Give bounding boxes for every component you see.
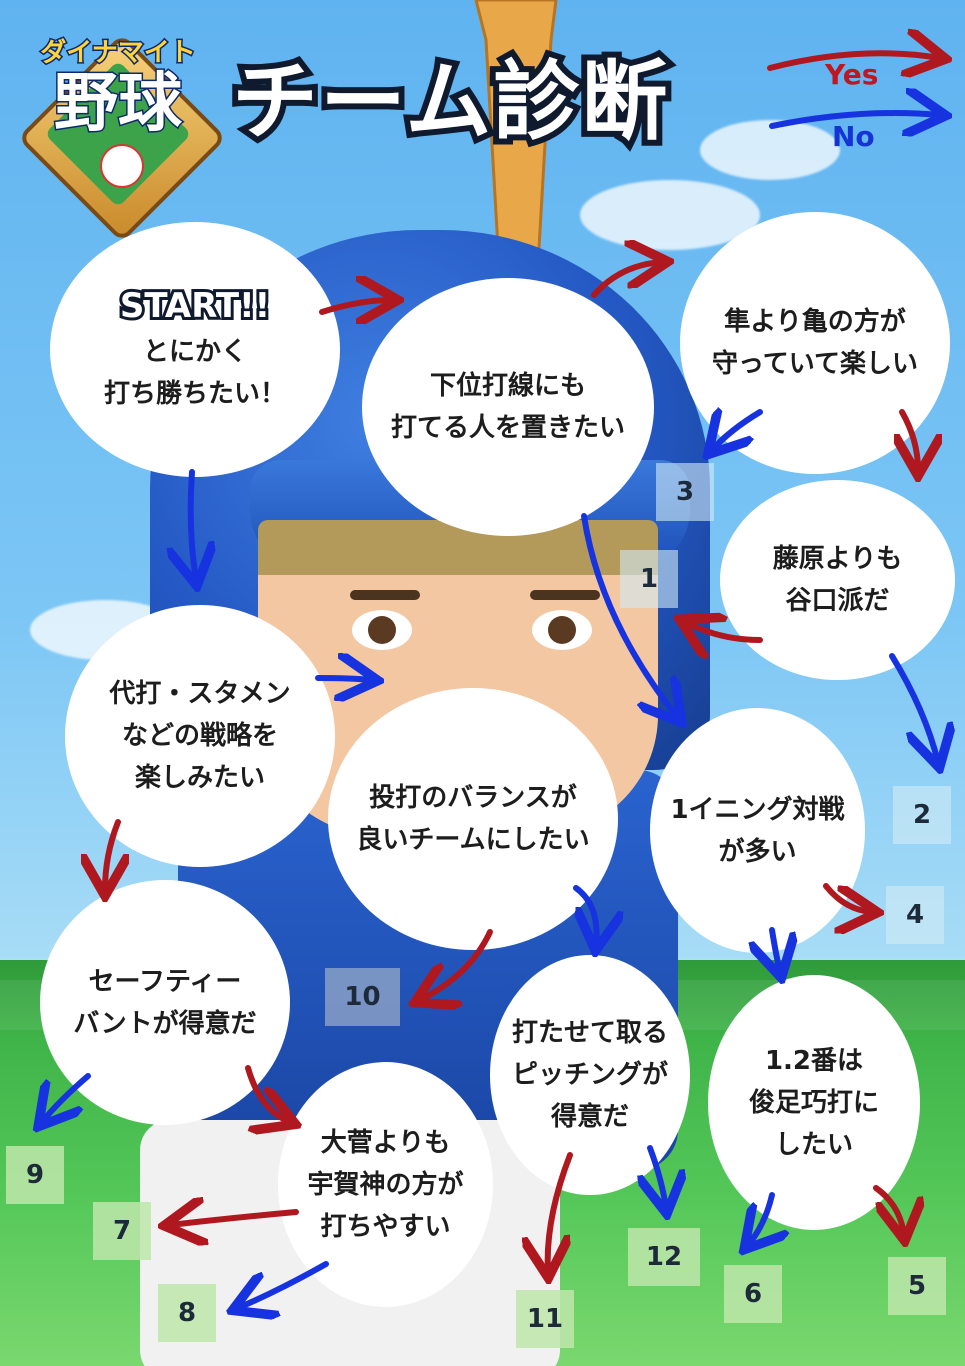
logo-main-text: 野球 xyxy=(53,67,184,141)
eye xyxy=(352,610,412,650)
question-lower-order: 下位打線にも 打てる人を置きたい xyxy=(362,278,654,536)
question-start: START!! とにかく 打ち勝ちたい！ xyxy=(50,222,340,477)
legend-no-label: No xyxy=(832,120,875,153)
result-3: 3 xyxy=(656,463,714,521)
page-title: チーム診断 xyxy=(226,46,673,158)
legend-yes-label: Yes xyxy=(825,58,879,91)
question-balance: 投打のバランスが 良いチームにしたい xyxy=(328,688,618,950)
question-strategy: 代打・スタメン などの戦略を 楽しみたい xyxy=(65,605,335,867)
bat-illustration xyxy=(474,0,558,300)
logo-sub-text: ダイナマイト xyxy=(39,37,197,70)
result-12: 12 xyxy=(628,1228,700,1286)
start-tag: START!! xyxy=(117,283,273,329)
question-inning: 1イニング対戦 が多い xyxy=(650,708,865,953)
result-9: 9 xyxy=(6,1146,64,1204)
eye xyxy=(532,610,592,650)
result-11: 11 xyxy=(516,1290,574,1348)
result-4: 4 xyxy=(886,886,944,944)
result-2: 2 xyxy=(893,786,951,844)
game-logo: ダイナマイト 野球 xyxy=(17,4,227,243)
question-turtle: 隼より亀の方が 守っていて楽しい xyxy=(680,212,950,474)
question-fujiwara: 藤原よりも 谷口派だ xyxy=(720,480,955,680)
cloud xyxy=(700,120,840,180)
result-8: 8 xyxy=(158,1284,216,1342)
question-ugajin: 大菅よりも 宇賀神の方が 打ちやすい xyxy=(278,1062,493,1307)
result-10: 10 xyxy=(325,968,400,1026)
question-batting-order: 1.2番は 俊足巧打に したい xyxy=(708,975,920,1230)
question-safety-bunt: セーフティー バントが得意だ xyxy=(40,880,290,1125)
baseball-icon xyxy=(100,144,144,188)
result-1: 1 xyxy=(620,550,678,608)
result-5: 5 xyxy=(888,1257,946,1315)
question-pitching: 打たせて取る ピッチングが 得意だ xyxy=(490,955,690,1195)
result-7: 7 xyxy=(93,1202,151,1260)
result-6: 6 xyxy=(724,1265,782,1323)
